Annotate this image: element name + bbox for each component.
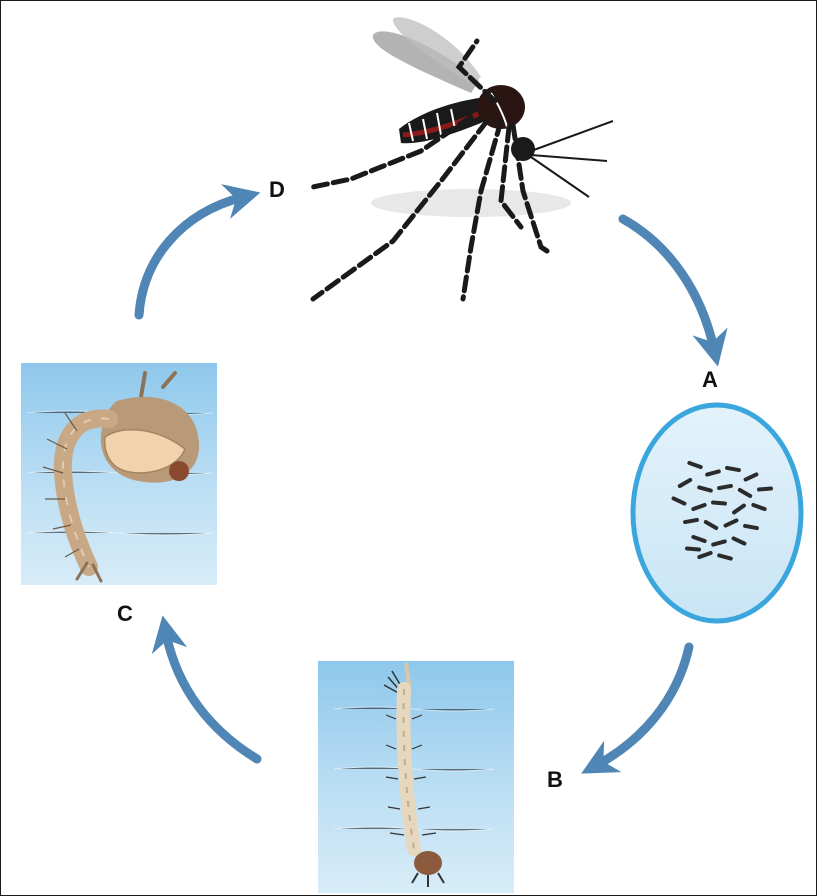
larva-panel [314,649,518,895]
label-b: B [547,769,563,791]
pupa-icon [17,353,221,589]
larva-icon [314,649,518,895]
label-a: A [702,369,718,391]
label-c: C [117,603,133,625]
pupa-panel [17,353,221,589]
